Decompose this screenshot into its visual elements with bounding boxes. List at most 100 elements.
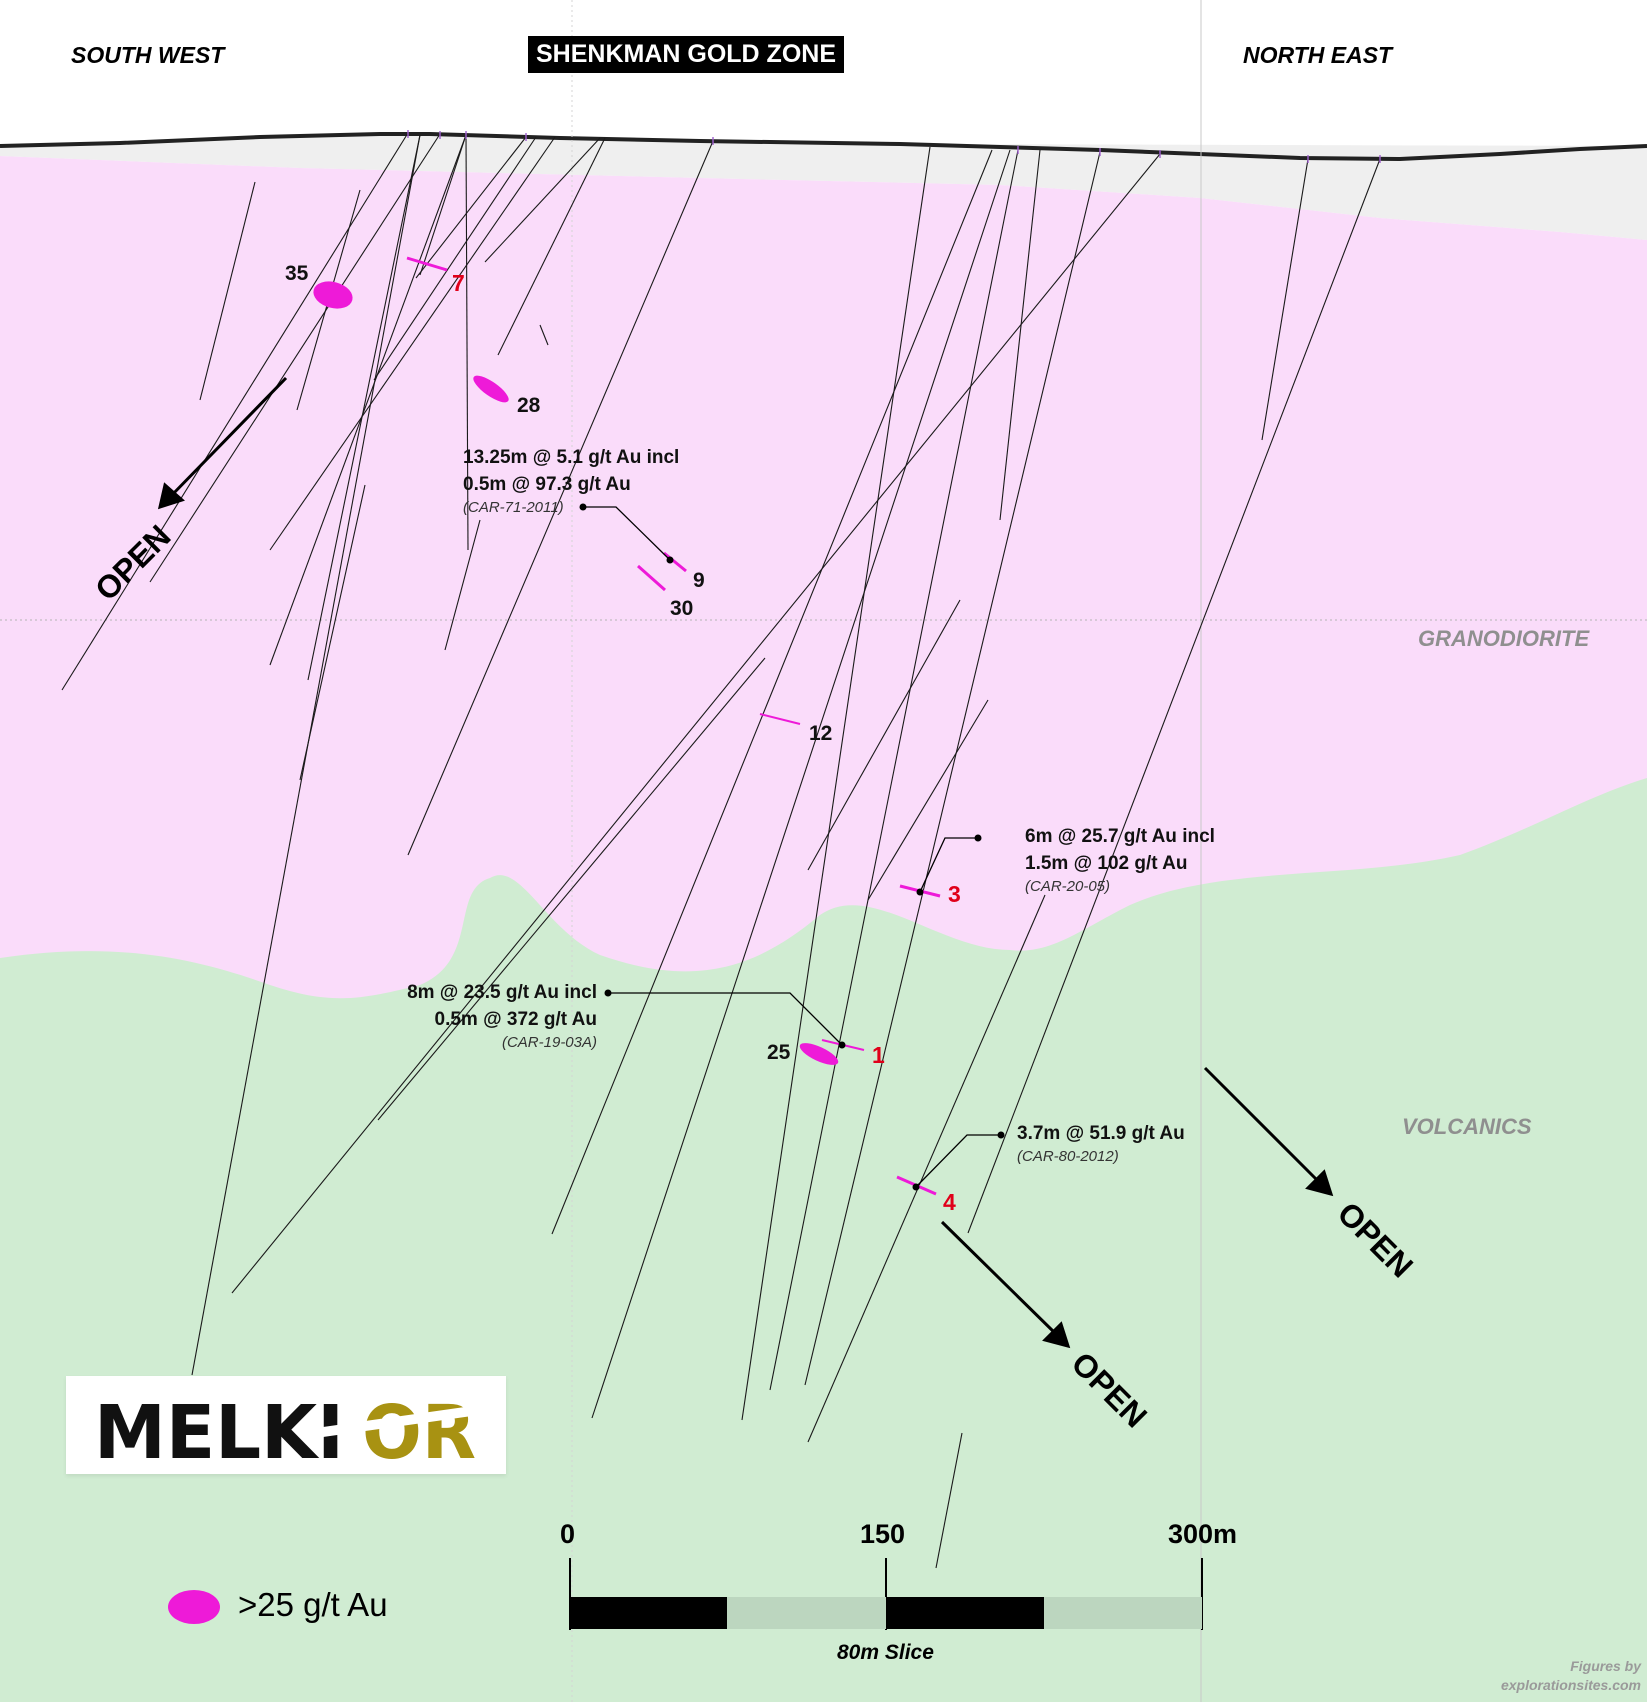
drill-hole: [377, 657, 766, 1121]
southwest-label: SOUTH WEST: [71, 42, 225, 68]
leader-dot: [997, 1131, 1005, 1139]
credit-line2: explorationsites.com: [1500, 1677, 1641, 1693]
drill-hole: [269, 134, 467, 666]
annotation-line2: 0.5m @ 372 g/t Au: [434, 1009, 597, 1030]
intercept-25-high-grade: [799, 1043, 839, 1065]
scale-segment: [1044, 1597, 1202, 1629]
intercept-12: [759, 713, 801, 725]
open-arrow-east: [1203, 1066, 1322, 1185]
drill-hole: [269, 136, 556, 551]
annotation-car-20-05: 6m @ 25.7 g/t Au incl 1.5m @ 102 g/t Au …: [1025, 823, 1215, 897]
intercept-label: 25: [767, 1041, 791, 1064]
intercept-label-highlighted: 7: [452, 270, 465, 296]
granodiorite-unit: [0, 156, 1647, 999]
intercept-7: [406, 256, 448, 272]
collar-marks: [407, 130, 1381, 163]
melkior-logo-mark: MELKI OR: [94, 1390, 486, 1474]
intercept-9: [663, 551, 687, 573]
drill-hole: [967, 158, 1381, 1234]
drill-hole: [149, 133, 441, 583]
overburden-band: [0, 134, 1647, 240]
annotation-line1: 8m @ 23.5 g/t Au incl: [407, 982, 597, 1003]
leader-line-car-80-2012: [915, 1134, 1001, 1188]
intercept-label-highlighted: 4: [943, 1189, 956, 1215]
arrow-head-icon: [1305, 1169, 1334, 1197]
annotation-car-19-03a: 8m @ 23.5 g/t Au incl 0.5m @ 372 g/t Au …: [407, 979, 597, 1053]
intercept-label: 9: [693, 569, 705, 592]
drill-hole: [807, 599, 961, 871]
scale-tick-label: 300m: [1168, 1519, 1238, 1549]
scale-segment: [570, 1597, 727, 1629]
figure-credit: Figures by explorationsites.com: [1501, 1657, 1641, 1695]
leader-dot: [912, 1183, 920, 1191]
drill-hole: [415, 136, 527, 279]
scale-tick-label: 0: [560, 1519, 576, 1549]
drill-hole: [307, 134, 421, 681]
drill-hole: [407, 140, 714, 856]
arrow-head-icon: [1042, 1321, 1071, 1349]
intercept-label-highlighted: 3: [948, 881, 961, 907]
drill-hole: [591, 149, 1011, 1419]
scale-caption: 80m Slice: [837, 1641, 934, 1664]
scale-segment: [886, 1597, 1044, 1629]
drill-hole: [444, 519, 481, 651]
granodiorite-label: GRANODIORITE: [1418, 626, 1590, 651]
drill-hole: [741, 146, 931, 1421]
open-arrow-southeast: [940, 1220, 1059, 1337]
topography-line: [0, 132, 1647, 162]
drill-hole: [999, 149, 1041, 521]
arrow-head-icon: [157, 482, 185, 510]
drill-hole: [373, 136, 537, 381]
scale-bar: [569, 1558, 1203, 1630]
intercept-label-highlighted: 1: [872, 1042, 885, 1068]
annotation-car-80-2012: 3.7m @ 51.9 g/t Au (CAR-80-2012): [1017, 1120, 1185, 1167]
legend-label: >25 g/t Au: [238, 1586, 388, 1623]
leader-dots: [579, 503, 1005, 1191]
leader-line-car-20-05: [919, 837, 978, 893]
drill-hole: [769, 149, 1019, 1391]
drill-hole: [299, 484, 366, 781]
volcanics-label: VOLCANICS: [1402, 1114, 1532, 1139]
drill-hole: [804, 151, 1101, 1386]
drill-hole: [231, 153, 1161, 1294]
intercept-28-high-grade: [473, 375, 509, 403]
annotation-car-71-2011: 13.25m @ 5.1 g/t Au incl 0.5m @ 97.3 g/t…: [463, 444, 679, 518]
annotation-line1: 13.25m @ 5.1 g/t Au incl: [463, 447, 680, 468]
open-arrow-southwest: [168, 376, 288, 499]
drill-hole: [61, 132, 409, 691]
open-arrows: [157, 376, 1334, 1349]
intercept-label: 30: [670, 597, 694, 620]
leader-line-car-19-03a: [608, 992, 843, 1046]
leader-lines: [583, 506, 1001, 1188]
leader-dot: [604, 989, 612, 997]
drill-hole: [465, 134, 469, 551]
logo-swoosh: [316, 1404, 486, 1438]
leader-dot: [579, 503, 587, 511]
leader-dot: [974, 834, 982, 842]
leader-line-car-71-2011: [583, 506, 671, 561]
leader-dot: [666, 556, 674, 564]
drill-hole: [539, 324, 549, 346]
credit-line1: Figures by: [1570, 1658, 1641, 1674]
annotation-line1: 6m @ 25.7 g/t Au incl: [1025, 826, 1215, 847]
drill-holes: [61, 132, 1381, 1569]
drill-hole: [484, 137, 601, 263]
northeast-label: NORTH EAST: [1243, 42, 1393, 68]
leader-dot: [838, 1041, 846, 1049]
intercept-label: 28: [517, 394, 541, 417]
annotation-hole-id: (CAR-20-05): [1025, 878, 1111, 895]
drill-hole: [935, 1432, 963, 1569]
intercept-label: 35: [285, 262, 309, 285]
section-title: SHENKMAN GOLD ZONE: [528, 36, 844, 73]
drill-hole: [199, 181, 256, 401]
svg-text:MELKI: MELKI: [94, 1390, 344, 1474]
annotation-hole-id: (CAR-80-2012): [1017, 1148, 1119, 1165]
svg-text:OR: OR: [362, 1390, 476, 1474]
drill-hole: [1261, 158, 1309, 441]
annotation-hole-id: (CAR-71-2011): [463, 499, 564, 516]
annotation-hole-id: (CAR-19-03A): [501, 1034, 597, 1051]
legend-swatch-high-grade: [168, 1590, 220, 1624]
scale-segment: [727, 1597, 886, 1629]
drill-hole: [807, 894, 1046, 1443]
drill-hole: [497, 137, 606, 356]
